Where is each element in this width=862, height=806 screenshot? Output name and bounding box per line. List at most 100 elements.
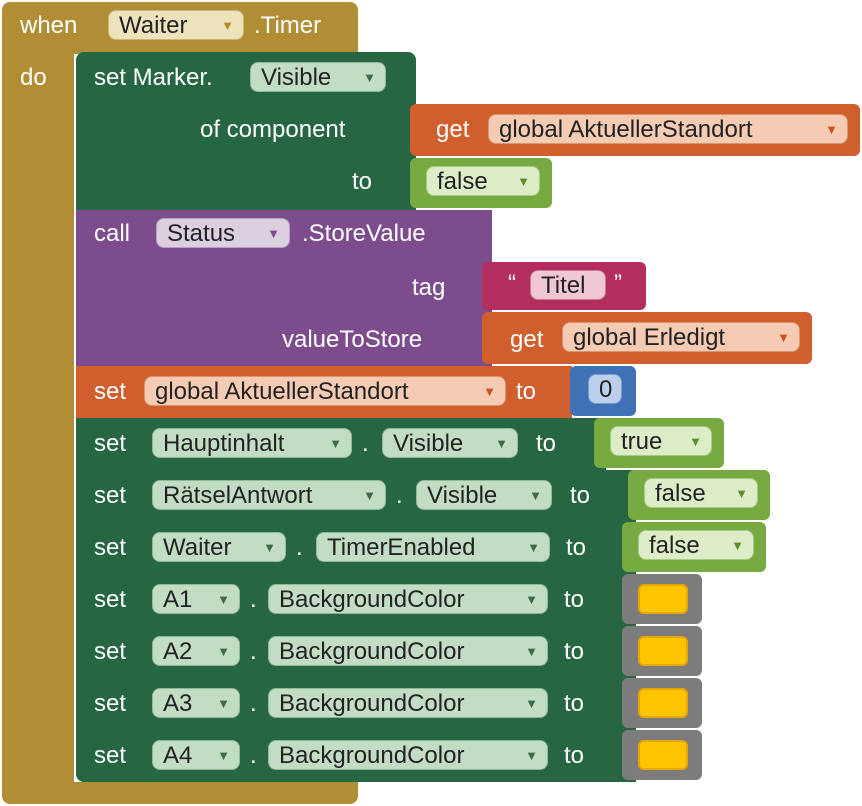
row-component-dropdown[interactable]: A2 ▼ — [152, 636, 240, 666]
row-component-dropdown[interactable]: A1 ▼ — [152, 584, 240, 614]
row-component-label: A4 — [163, 742, 193, 769]
setvar-set-label: set — [94, 378, 127, 405]
triangle-down-icon: ▼ — [525, 696, 538, 711]
triangle-down-icon: ▼ — [525, 592, 538, 607]
color-swatch-a2[interactable] — [638, 636, 688, 666]
when-label: when — [20, 12, 78, 39]
row-component-dropdown[interactable]: A3 ▼ — [152, 688, 240, 718]
row-to-label: to — [564, 586, 585, 613]
row-set-label: set — [94, 534, 127, 561]
triangle-down-icon: ▼ — [527, 540, 540, 555]
row-to-label: to — [536, 430, 557, 457]
row-dot: . — [250, 586, 257, 613]
row-property-dropdown[interactable]: BackgroundColor ▼ — [268, 740, 548, 770]
quote-open: “ — [508, 270, 516, 297]
row-property-dropdown[interactable]: BackgroundColor ▼ — [268, 636, 548, 666]
setvar-to-label: to — [516, 378, 537, 405]
row-component-dropdown[interactable]: Hauptinhalt ▼ — [152, 428, 352, 458]
row-property-label: Visible — [393, 430, 464, 457]
row-dot: . — [296, 534, 303, 561]
store-method-label: .StoreValue — [302, 220, 426, 247]
store-component-label: Status — [167, 220, 236, 247]
triangle-down-icon: ▼ — [525, 748, 538, 763]
tag-label: tag — [412, 274, 446, 301]
setvar-variable-dropdown[interactable]: global AktuellerStandort ▼ — [144, 376, 506, 406]
row-dot: . — [362, 430, 369, 457]
number-field[interactable]: 0 — [588, 374, 622, 404]
tag-value-label: Titel — [541, 272, 586, 299]
row-value-dropdown[interactable]: false ▼ — [638, 530, 754, 560]
row-component-dropdown[interactable]: RätselAntwort ▼ — [152, 480, 386, 510]
row-value-dropdown[interactable]: false ▼ — [644, 478, 758, 508]
row-property-dropdown[interactable]: BackgroundColor ▼ — [268, 688, 548, 718]
color-swatch-a3[interactable] — [638, 688, 688, 718]
event-name-label: .Timer — [254, 12, 322, 39]
event-component-dropdown[interactable]: Waiter ▼ — [108, 10, 244, 40]
row-set-label: set — [94, 690, 127, 717]
row-to-label: to — [564, 742, 585, 769]
row-property-dropdown[interactable]: Visible ▼ — [416, 480, 552, 510]
row-component-label: Hauptinhalt — [163, 430, 285, 457]
row-component-label: A3 — [163, 690, 193, 717]
triangle-down-icon: ▼ — [221, 18, 234, 33]
erledigt-variable-dropdown[interactable]: global Erledigt ▼ — [562, 322, 800, 352]
event-component-label: Waiter — [119, 12, 188, 39]
value-to-store-label: valueToStore — [282, 326, 423, 353]
row-to-label: to — [564, 638, 585, 665]
store-component-dropdown[interactable]: Status ▼ — [156, 218, 290, 248]
row-property-label: TimerEnabled — [327, 534, 476, 561]
triangle-down-icon: ▼ — [689, 434, 702, 449]
row-value-label: true — [621, 428, 663, 455]
triangle-down-icon: ▼ — [735, 486, 748, 501]
row-dot: . — [250, 742, 257, 769]
row-component-dropdown[interactable]: A4 ▼ — [152, 740, 240, 770]
row-to-label: to — [564, 690, 585, 717]
marker-property-label: Visible — [261, 64, 332, 91]
marker-value-label: false — [437, 168, 488, 195]
row-set-label: set — [94, 638, 127, 665]
triangle-down-icon: ▼ — [217, 748, 230, 763]
marker-value-dropdown[interactable]: false ▼ — [426, 166, 540, 196]
triangle-down-icon: ▼ — [529, 488, 542, 503]
get-erledigt-label: get — [510, 326, 544, 353]
triangle-down-icon: ▼ — [525, 644, 538, 659]
row-to-label: to — [566, 534, 587, 561]
row-component-label: RätselAntwort — [163, 482, 313, 509]
event-block-body — [2, 54, 74, 794]
row-set-label: set — [94, 586, 127, 613]
marker-to-label: to — [352, 168, 373, 195]
marker-property-dropdown[interactable]: Visible ▼ — [250, 62, 386, 92]
triangle-down-icon: ▼ — [825, 122, 838, 137]
row-dot: . — [396, 482, 403, 509]
row-property-dropdown[interactable]: Visible ▼ — [382, 428, 518, 458]
triangle-down-icon: ▼ — [363, 70, 376, 85]
of-component-label: of component — [200, 116, 346, 143]
triangle-down-icon: ▼ — [267, 226, 280, 241]
triangle-down-icon: ▼ — [263, 540, 276, 555]
tag-value-field[interactable]: Titel — [530, 270, 606, 300]
triangle-down-icon: ▼ — [217, 592, 230, 607]
row-property-label: BackgroundColor — [279, 690, 465, 717]
triangle-down-icon: ▼ — [495, 436, 508, 451]
row-dot: . — [250, 690, 257, 717]
get-variable-dropdown[interactable]: global AktuellerStandort ▼ — [488, 114, 848, 144]
triangle-down-icon: ▼ — [217, 644, 230, 659]
erledigt-variable-label: global Erledigt — [573, 324, 726, 351]
row-value-dropdown[interactable]: true ▼ — [610, 426, 712, 456]
triangle-down-icon: ▼ — [363, 488, 376, 503]
row-component-label: A1 — [163, 586, 193, 613]
color-swatch-a4[interactable] — [638, 740, 688, 770]
row-property-dropdown[interactable]: BackgroundColor ▼ — [268, 584, 548, 614]
setvar-variable-label: global AktuellerStandort — [155, 378, 409, 405]
row-component-label: Waiter — [163, 534, 232, 561]
get-variable-label: global AktuellerStandort — [499, 116, 753, 143]
row-property-label: BackgroundColor — [279, 742, 465, 769]
row-component-dropdown[interactable]: Waiter ▼ — [152, 532, 286, 562]
color-swatch-a1[interactable] — [638, 584, 688, 614]
triangle-down-icon: ▼ — [517, 174, 530, 189]
triangle-down-icon: ▼ — [483, 384, 496, 399]
row-value-label: false — [655, 480, 706, 507]
event-block-footer — [2, 782, 358, 804]
row-property-dropdown[interactable]: TimerEnabled ▼ — [316, 532, 550, 562]
do-label: do — [20, 64, 47, 91]
